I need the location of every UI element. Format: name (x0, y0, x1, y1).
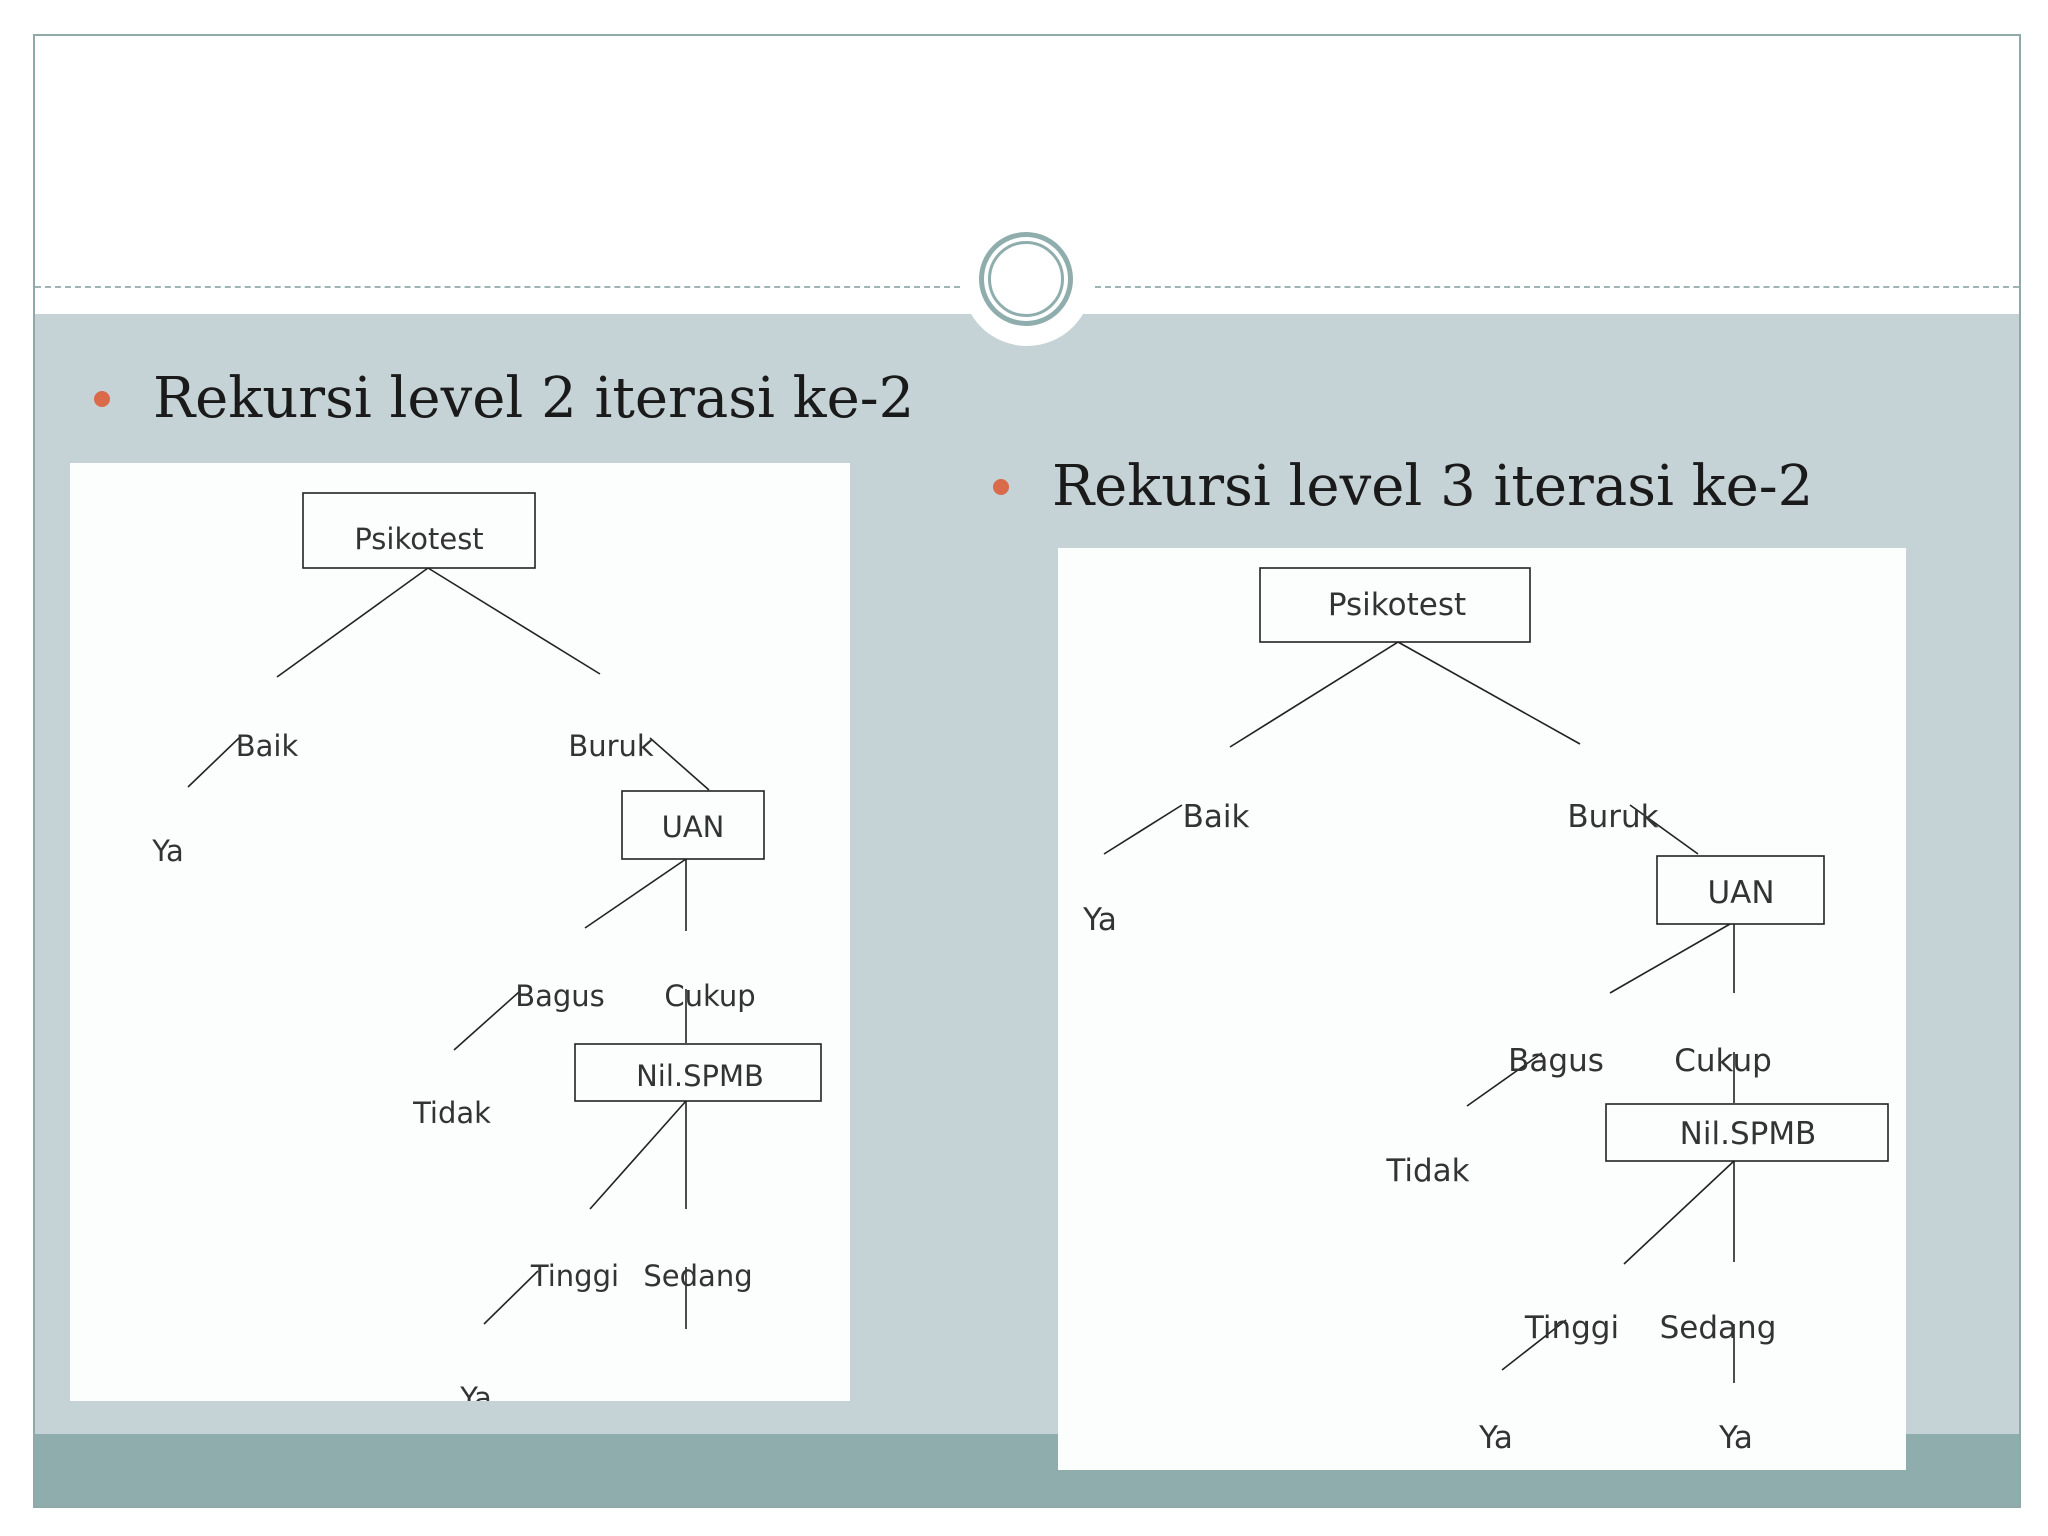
right-diagram-panel: Psikotest Baik Buruk Ya UAN Bagus Cukup … (1058, 548, 1906, 1470)
edge (649, 737, 710, 791)
node-baik: Baik (1183, 799, 1250, 835)
edge (276, 567, 429, 678)
node-nilspmb: Nil.SPMB (636, 1059, 764, 1093)
edge (1466, 1052, 1543, 1107)
node-buruk: Buruk (1567, 799, 1658, 835)
edge (483, 1270, 539, 1325)
right-heading: Rekursi level 3 iterasi ke-2 (1052, 454, 1814, 519)
left-diagram-panel: Psikotest Baik Buruk Ya UAN Bagus Cukup … (70, 463, 850, 1415)
node-sedang: Sedang (1660, 1310, 1777, 1346)
edge (1609, 923, 1731, 994)
node-cukup: Cukup (1674, 1043, 1772, 1079)
circle-ornament-inner (988, 241, 1064, 317)
edge (453, 991, 520, 1051)
bullet-icon (993, 478, 1009, 495)
node-uan: UAN (1707, 875, 1774, 911)
node-tinggi: Tinggi (530, 1259, 619, 1293)
leaf-tidak: Tidak (1385, 1153, 1469, 1189)
node-sedang: Sedang (643, 1259, 752, 1293)
divider-left (35, 286, 960, 288)
slide: Rekursi level 2 iterasi ke-2 Rekursi lev… (33, 34, 2021, 1508)
edge (1623, 1160, 1735, 1265)
node-nilspmb: Nil.SPMB (1680, 1116, 1817, 1152)
edge (1501, 1319, 1567, 1371)
left-heading: Rekursi level 2 iterasi ke-2 (153, 366, 915, 431)
node-box-psikotest (1259, 567, 1531, 643)
leaf-tidak: Tidak (412, 1096, 491, 1130)
left-decision-tree: Psikotest Baik Buruk Ya UAN Bagus Cukup … (151, 492, 822, 1415)
leaf-ya-baik: Ya (151, 834, 184, 868)
edge (1103, 804, 1183, 855)
leaf-ya-baik: Ya (1082, 902, 1117, 938)
left-bullet-item: Rekursi level 2 iterasi ke-2 (94, 366, 914, 431)
node-box-uan (1656, 855, 1825, 925)
node-cukup: Cukup (664, 979, 755, 1013)
leaf-ya-sedang: Ya (1718, 1420, 1753, 1456)
node-box-nilspmb (574, 1043, 822, 1102)
node-psikotest: Psikotest (354, 522, 483, 556)
node-psikotest: Psikotest (1328, 587, 1466, 623)
edge (584, 858, 687, 929)
right-decision-tree: Psikotest Baik Buruk Ya UAN Bagus Cukup … (1082, 567, 1889, 1456)
edge (187, 737, 240, 788)
node-bagus: Bagus (515, 979, 605, 1013)
node-bagus: Bagus (1508, 1043, 1604, 1079)
right-bullet-item: Rekursi level 3 iterasi ke-2 (993, 454, 1813, 519)
edge (427, 567, 601, 675)
node-baik: Baik (236, 729, 299, 763)
edge (1397, 641, 1581, 745)
node-uan: UAN (662, 810, 725, 844)
node-box-nilspmb (1605, 1103, 1889, 1162)
bullet-icon (94, 390, 110, 407)
edge (1629, 804, 1699, 855)
edge (589, 1100, 687, 1210)
node-tinggi: Tinggi (1524, 1310, 1619, 1346)
divider-right (1095, 286, 2019, 288)
node-buruk: Buruk (568, 729, 654, 763)
node-box-psikotest (302, 492, 536, 569)
edge (1229, 641, 1399, 748)
node-box-uan (621, 790, 765, 860)
leaf-ya-tinggi: Ya (1478, 1420, 1513, 1456)
leaf-ya-tinggi: Ya (459, 1381, 492, 1401)
